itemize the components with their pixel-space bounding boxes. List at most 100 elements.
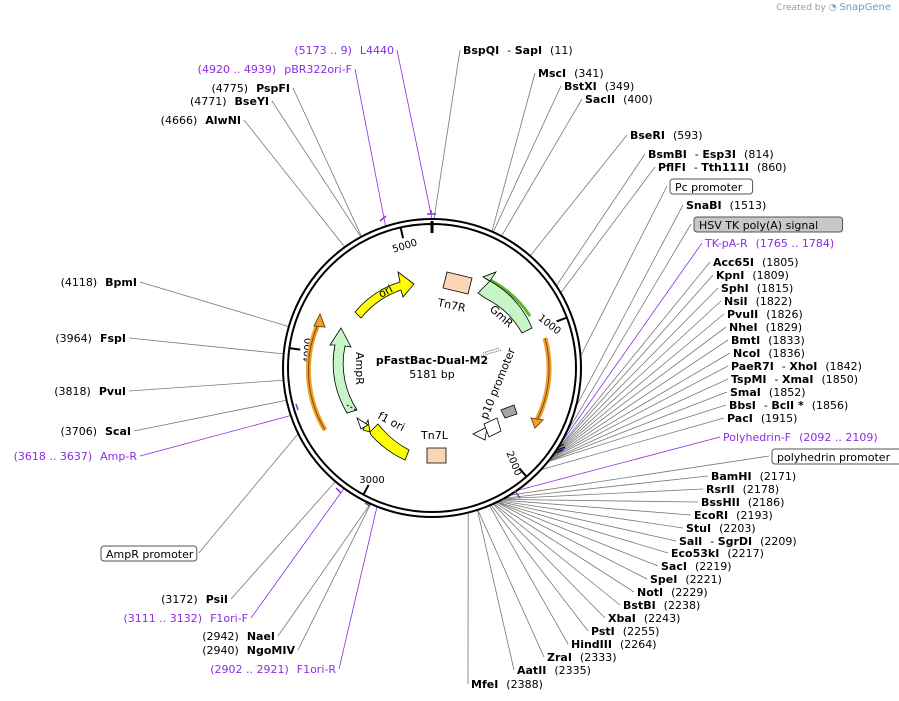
enzyme-label: BmtI(1833): [731, 334, 805, 347]
leader-line: [498, 500, 677, 542]
enzyme-label: (4775)PspFI: [212, 82, 290, 95]
enzyme-name: EcoRI: [694, 509, 728, 522]
primer-primer: Polyhedrin-F: [723, 431, 791, 444]
primer-label: (3618 .. 3637)Amp-R: [14, 450, 138, 463]
enzyme-name: BseRI: [630, 129, 665, 142]
leader-line: [575, 204, 684, 408]
enzyme-label: (4771)BseYI: [190, 95, 269, 108]
feature-ampr: AmpR: [329, 327, 366, 414]
enzyme-name2: XhoI: [789, 360, 817, 373]
primer-label: (4920 .. 4939)pBR322ori-F: [198, 63, 352, 76]
plasmid-size: 5181 bp: [409, 368, 454, 381]
enzyme-pos: (2942): [202, 630, 239, 643]
enzyme-name: FspI: [100, 332, 126, 345]
enzyme-pos: (3818): [54, 385, 91, 398]
enzyme-pos: (4666): [161, 114, 198, 127]
leader-line: [548, 378, 729, 462]
enzyme-name2: Esp3I: [702, 148, 736, 161]
primer-pos: (2902 .. 2921): [210, 663, 289, 676]
primer-primer: pBR322ori-F: [284, 63, 352, 76]
enzyme-label: (3706)ScaI: [60, 425, 131, 438]
tick-label: 2000: [503, 450, 523, 478]
enzyme-name: Eco53kI: [671, 547, 719, 560]
tick-mark: [362, 484, 370, 496]
tick-label: 1000: [536, 313, 563, 337]
enzyme-label: BssHII(2186): [701, 496, 784, 509]
feature-box-label: Pc promoter: [675, 181, 743, 194]
enzyme-label: SphI(1815): [721, 282, 793, 295]
enzyme-pos: (2209): [760, 535, 797, 548]
enzyme-pos: (3964): [55, 332, 92, 345]
feature-box: [669, 178, 754, 195]
enzyme-label: Acc65I(1805): [713, 256, 799, 269]
enzyme-pos: (4775): [212, 82, 249, 95]
enzyme-name2: SgrDI: [718, 535, 752, 548]
enzyme-label: MfeI(2388): [471, 678, 543, 691]
leader-line: [292, 87, 362, 237]
primer-primer: L4440: [360, 44, 394, 57]
enzyme-pos: (2243): [644, 612, 681, 625]
enzyme-pos: (2940): [202, 644, 239, 657]
leader-line: [557, 242, 703, 449]
enzyme-name: StuI: [686, 522, 711, 535]
enzyme-pos: (2238): [664, 599, 701, 612]
leader-line: [354, 68, 387, 227]
enzyme-pos: (341): [574, 67, 604, 80]
enzyme-label: BspQI- SapI(11): [463, 44, 573, 57]
feature-box: [100, 545, 198, 562]
enzyme-pos: (4118): [61, 276, 98, 289]
enzyme-label: XbaI (2243): [608, 612, 680, 625]
enzyme-pos: (2255): [623, 625, 660, 638]
leader-line: [492, 503, 606, 619]
feature-tn7l: Tn7L: [420, 429, 449, 464]
leader-line: [549, 365, 729, 461]
primer-primer: F1ori-F: [210, 612, 248, 625]
enzyme-label: MscI(341): [538, 67, 604, 80]
enzyme-label: BbsI- BclI *(1856): [729, 399, 848, 412]
primer-label: (5173 .. 9)L4440: [294, 44, 394, 57]
enzyme-name: BstXI: [564, 80, 597, 93]
enzyme-name: XbaI: [608, 612, 636, 625]
enzyme-label: BsmBI- Esp3I(814): [648, 148, 774, 161]
enzyme-pos: (1836): [768, 347, 805, 360]
enzyme-pos: (2333): [580, 651, 617, 664]
leader-line: [139, 281, 289, 327]
leader-line: [493, 503, 621, 606]
leader-line: [580, 185, 668, 357]
leader-line: [133, 399, 287, 432]
feature-box: [693, 216, 844, 233]
leader-line: [550, 339, 729, 459]
leader-line: [550, 313, 725, 458]
ampr-label: AmpR: [353, 352, 366, 385]
enzyme-name: SpeI: [650, 573, 677, 586]
enzyme-name: BamHI: [711, 470, 752, 483]
enzyme-label: Eco53kI(2217): [671, 547, 764, 560]
feature-gmr: GmR: [477, 271, 533, 334]
primer-pos: (1765 .. 1784): [756, 237, 835, 250]
enzyme-name: PflFI: [658, 161, 686, 174]
feature-tn7r: Tn7R: [435, 271, 473, 315]
enzyme-label: PstI(2255): [591, 625, 659, 638]
feature-box-label: HSV TK poly(A) signal: [699, 219, 818, 232]
primer-primer: TK-pA-R: [704, 237, 748, 250]
enzyme-label: KpnI(1809): [716, 269, 789, 282]
leader-line: [491, 72, 536, 232]
enzyme-label: NheI(1829): [729, 321, 802, 334]
enzyme-name: BssHII: [701, 496, 740, 509]
backbone-outer: [282, 218, 582, 518]
enzyme-name: AlwNI: [205, 114, 241, 127]
enzyme-name2: Tth111I: [701, 161, 749, 174]
enzyme-name: NaeI: [247, 630, 275, 643]
snapgene-logo-icon: ◔: [828, 3, 837, 13]
tick-mark: [399, 227, 405, 239]
enzyme-name: NotI: [637, 586, 663, 599]
credit-brand: SnapGene: [839, 2, 891, 13]
leader-line: [529, 134, 628, 257]
enzyme-label: RsrII(2178): [706, 483, 779, 496]
enzyme-label: BamHI(2171): [711, 470, 796, 483]
enzyme-label: (4666) AlwNI: [161, 114, 241, 127]
leader-line: [552, 274, 714, 456]
tn7r-label: Tn7R: [435, 296, 467, 315]
enzyme-name: SacI: [661, 560, 687, 573]
